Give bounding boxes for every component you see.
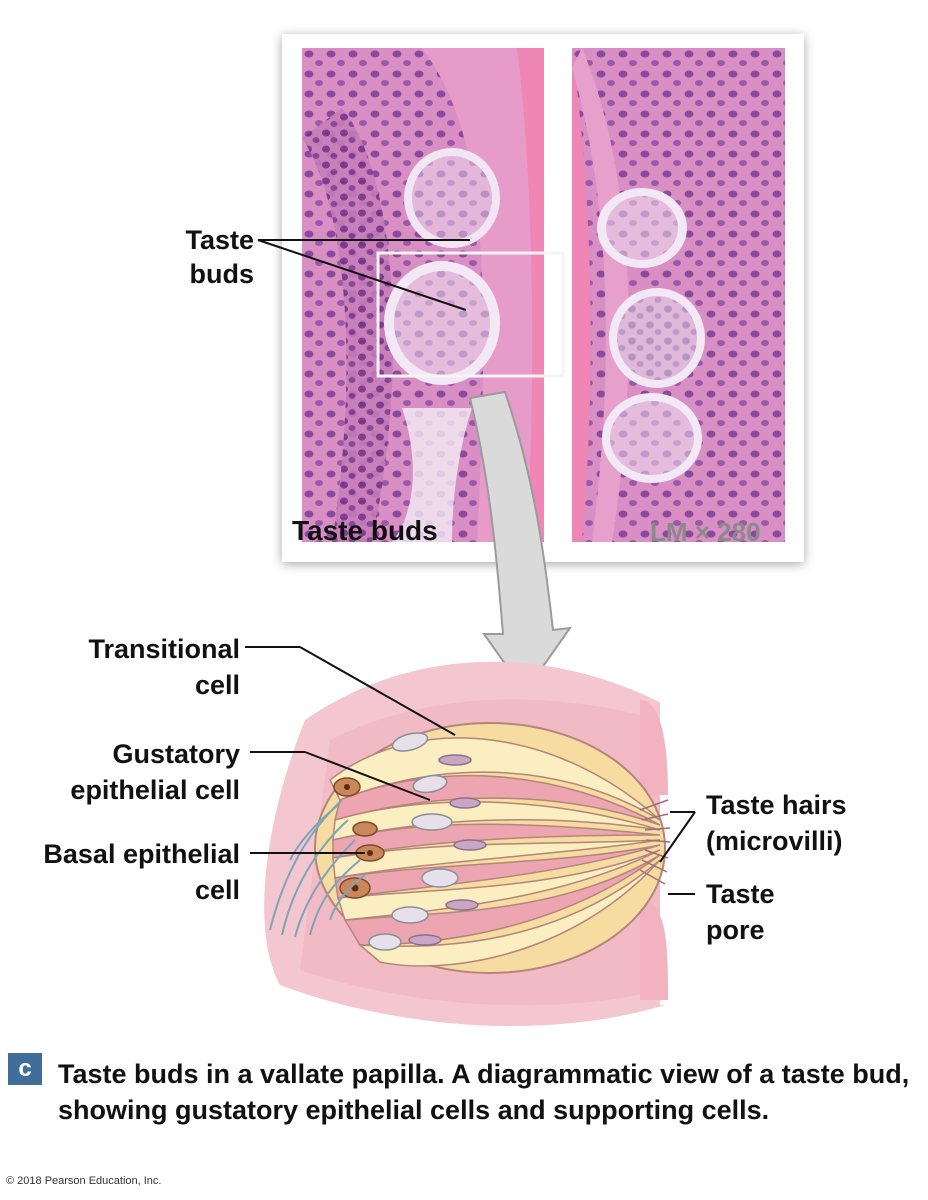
leader-transitional-b [299, 646, 456, 736]
copyright: © 2018 Pearson Education, Inc. [6, 1175, 162, 1187]
figure-caption: Taste buds in a vallate papilla. A diagr… [58, 1059, 910, 1125]
label-basal-1: Basal epithelial [43, 839, 240, 869]
label-transitional-2: cell [194, 670, 240, 700]
label-gustatory-2: epithelial cell [70, 775, 240, 805]
nerve-fibers [269, 799, 366, 938]
leader-gustatory-b [304, 751, 431, 801]
label-gustatory-1: Gustatory [112, 739, 240, 769]
basal-cells [333, 777, 385, 899]
figure-badge: c [8, 1053, 42, 1085]
label-taste-hairs-1: Taste hairs [706, 790, 847, 820]
micrograph-caption: Taste buds [292, 515, 438, 546]
label-taste-hairs-2: (microvilli) [706, 826, 843, 856]
magnification-label: LM × 280 [650, 517, 761, 547]
leader-taste-buds-2 [257, 239, 467, 311]
histology-image-right [572, 48, 785, 542]
cell-nuclei [368, 732, 487, 951]
taste-hairs [639, 799, 671, 885]
label-taste-buds-2: buds [189, 259, 255, 289]
leader-taste-hairs-b [659, 811, 696, 863]
label-basal-2: cell [194, 875, 240, 905]
zoom-arrow [468, 390, 573, 694]
zoom-box [376, 251, 565, 378]
micrograph-right-panel [572, 48, 785, 542]
label-taste-pore-2: pore [706, 915, 765, 945]
label-taste-buds-1: Taste [185, 225, 254, 255]
label-transitional-1: Transitional [88, 634, 240, 664]
label-taste-pore-1: Taste [706, 879, 775, 909]
